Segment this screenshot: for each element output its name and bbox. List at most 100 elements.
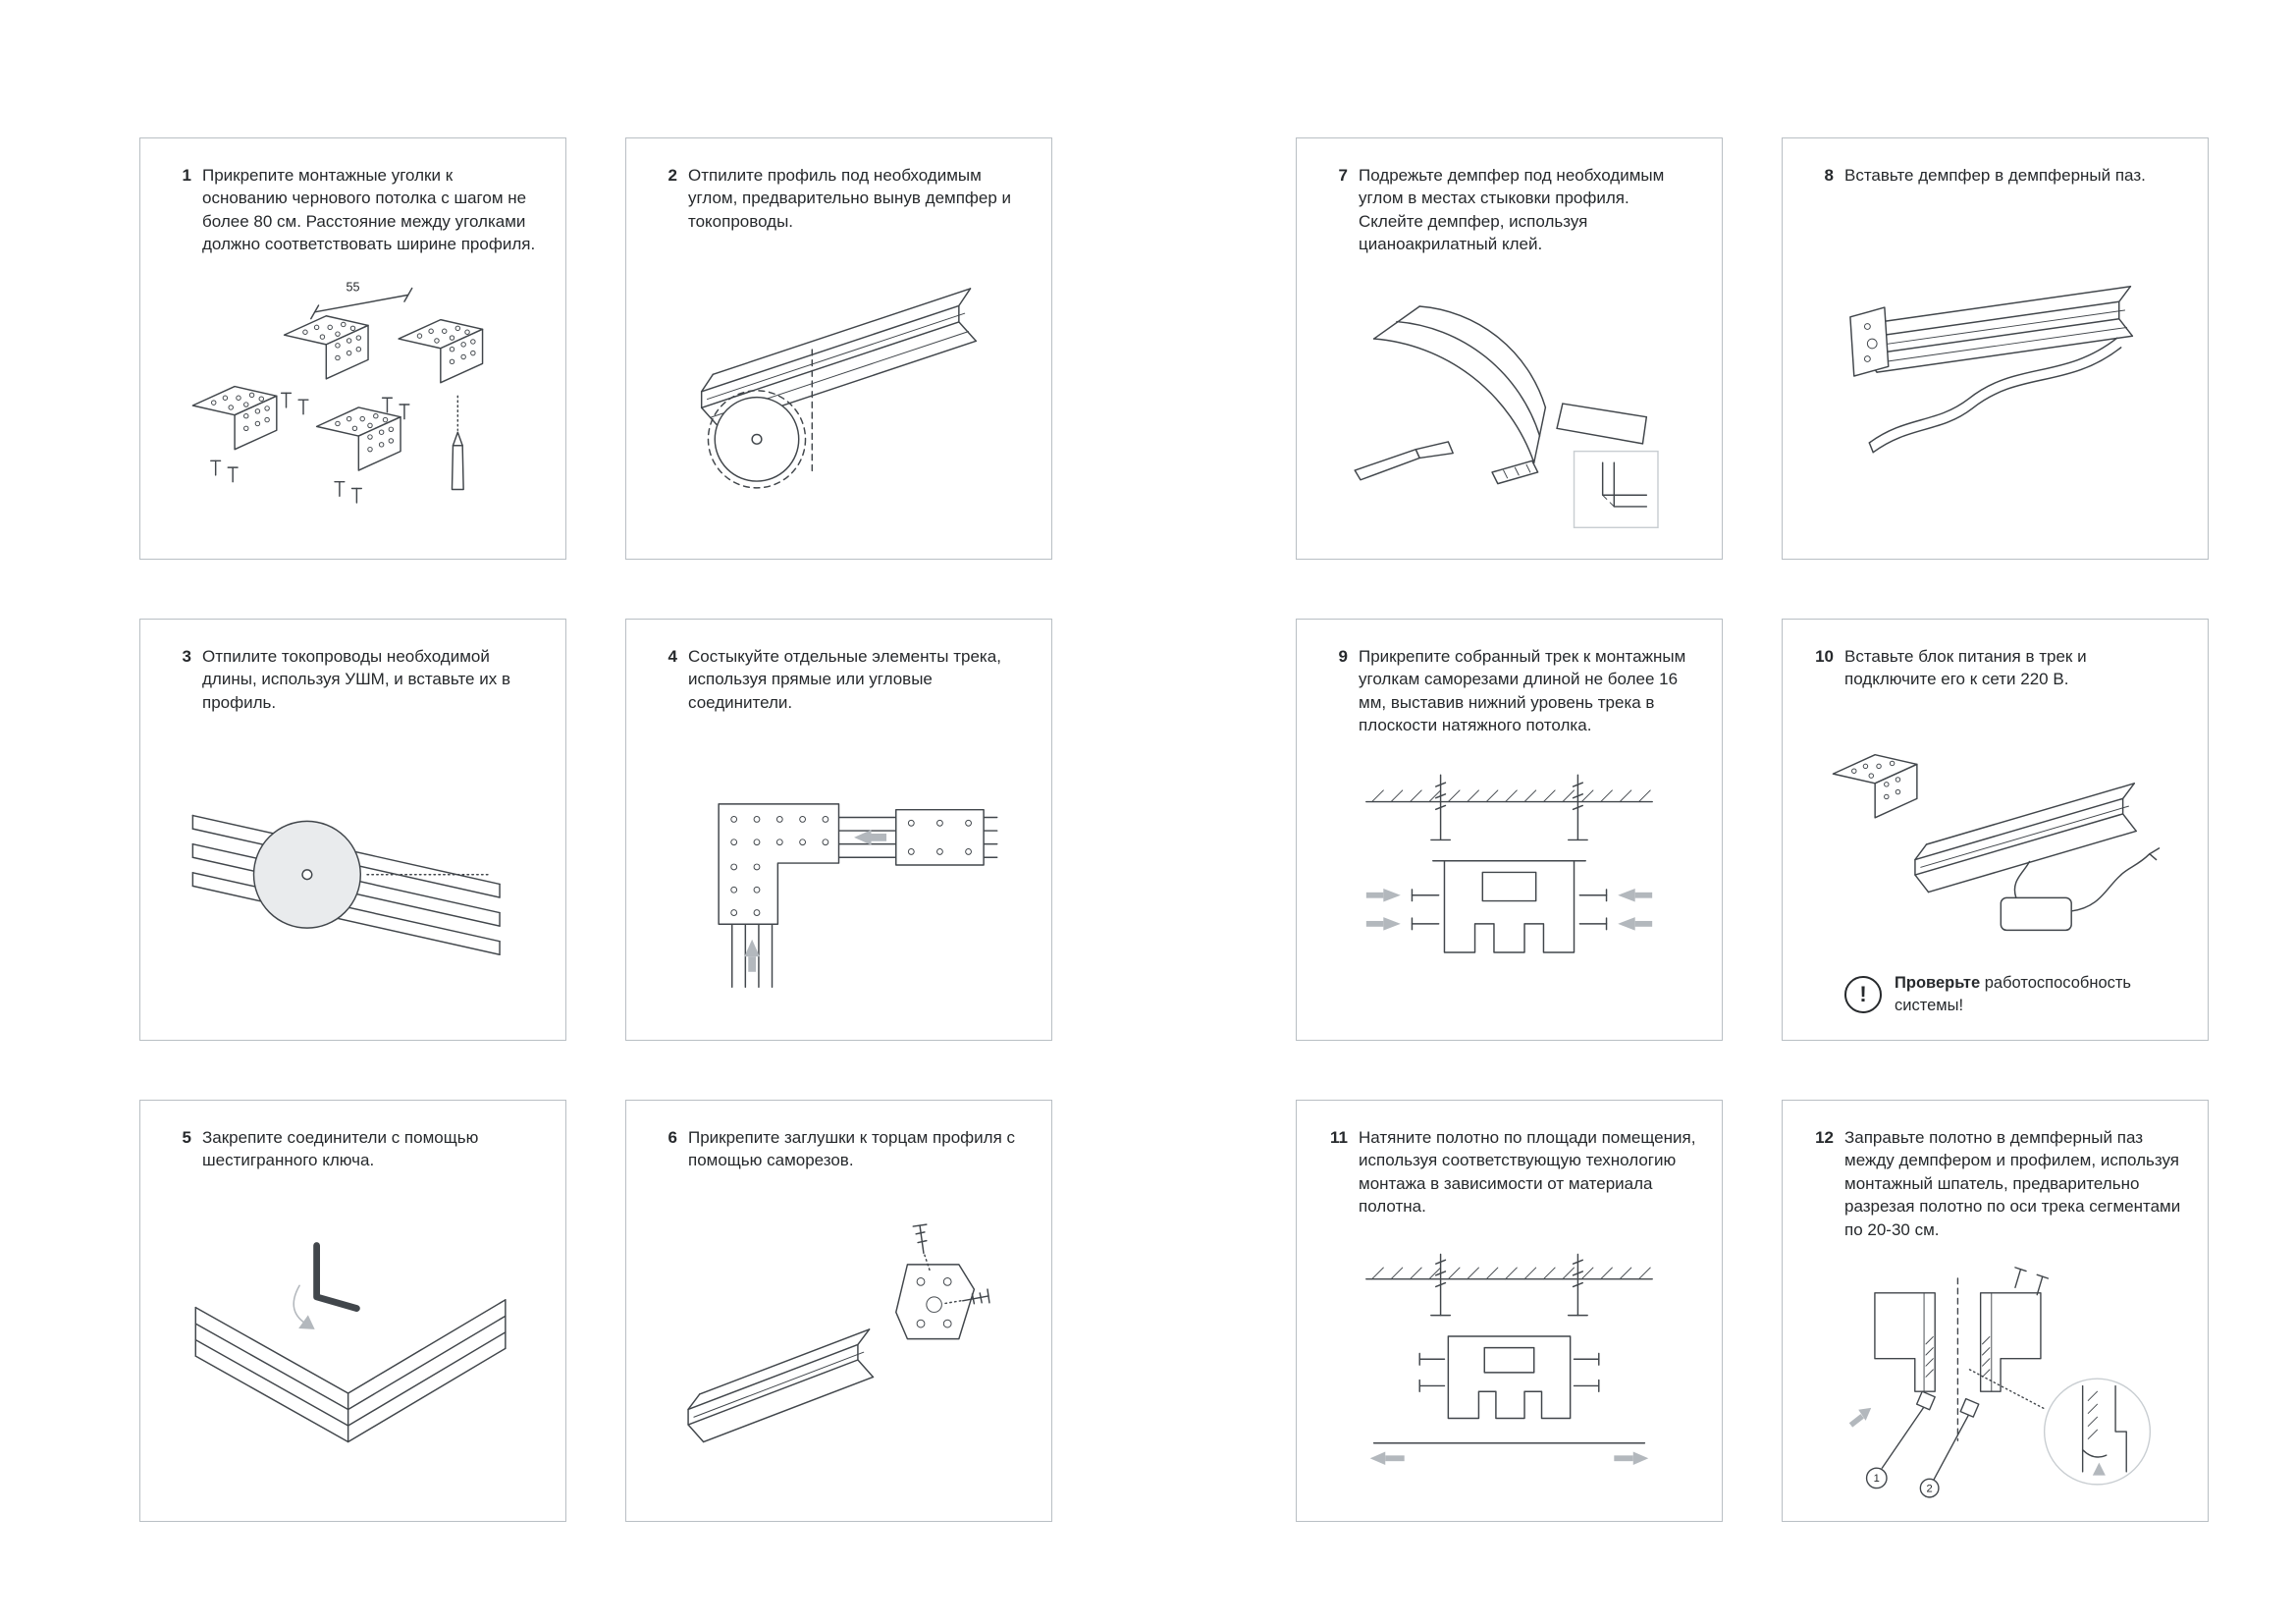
illustration-step-10-power-supply [1808,691,2182,969]
step-description: Отпилите токопроводы необходимой длины, … [202,647,510,712]
system-check-note: ! Проверьте работоспособность системы! [1844,972,2182,1016]
step-description: Закрепите соединители с помощью шестигра… [202,1128,479,1170]
step-number: 11 [1330,1128,1348,1147]
side-screws-icon [1411,889,1608,931]
step-card-5: 5 Закрепите соединители с помощью шестиг… [139,1100,566,1522]
step-6-text-row: 6 Прикрепите заглушки к торцам профиля с… [652,1126,1026,1172]
step-card-1: 1 Прикрепите монтажные уголки к основани… [139,137,566,560]
exclamation-icon: ! [1844,975,1882,1013]
page-right: 7 Подрежьте демпфер под необходимым угло… [1296,137,2209,1522]
step-3-text-row: 3 Отпилите токопроводы необходимой длины… [166,645,540,714]
step-1-text-row: 1 Прикрепите монтажные уголки к основани… [166,164,540,256]
stretch-direction-arrows-icon [1369,1451,1649,1465]
illustration-step-6-end-caps [652,1172,1026,1501]
profile-left-section [1874,1292,1936,1393]
illustration-step-4-track-connectors [652,714,1026,1020]
step-card-12: 12 Заправьте полотно в демпферный паз ме… [1782,1100,2209,1522]
screw-direction-arrows-icon [1365,888,1653,931]
callout-2-label: 2 [1927,1484,1933,1495]
step-4-text-row: 4 Состыкуйте отдельные элементы трека, и… [652,645,1026,714]
power-supply-box [2000,896,2072,932]
step-11-text-row: 11 Натяните полотно по площади помещения… [1322,1126,1696,1218]
step-2-text-row: 2 Отпилите профиль под необходимым углом… [652,164,1026,233]
cutting-disc-icon [252,820,361,930]
step-card-3: 3 Отпилите токопроводы необходимой длины… [139,619,566,1041]
step-description: Состыкуйте отдельные элементы трека, исп… [688,647,1001,712]
track-cross-section [1447,1335,1572,1420]
step-5-text-row: 5 Закрепите соединители с помощью шестиг… [166,1126,540,1172]
knife-icon [1354,440,1454,481]
illustration-step-11-stretch-fabric [1322,1218,1696,1501]
step-card-2: 2 Отпилите профиль под необходимым углом… [625,137,1052,560]
note-rest: работоспособность системы! [1895,974,2132,1014]
step-card-11: 11 Натяните полотно по площади помещения… [1296,1100,1723,1522]
callout-1-label: 1 [1874,1473,1880,1485]
step-description: Отпилите профиль под необходимым углом, … [688,166,1012,231]
step-number: 1 [182,166,191,185]
illustration-step-12-tuck-fabric: 1 2 [1808,1241,2182,1501]
glue-joint-inset [1573,450,1659,528]
illustration-step-3-cut-conductors [166,714,540,1020]
hex-key-icon [313,1241,360,1312]
step-description: Прикрепите собранный трек к монтажным уг… [1359,647,1686,735]
step-8-text-row: 8 Вставьте демпфер в демпферный паз. [1808,164,2182,187]
tuck-arrow-icon [1848,1408,1872,1428]
illustration-step-5-hex-key [166,1172,540,1501]
step-description: Прикрепите заглушки к торцам профиля с п… [688,1128,1015,1170]
screws-icon [912,1223,990,1305]
step-description: Прикрепите монтажные уголки к основанию … [202,166,536,254]
step-number: 2 [667,166,677,185]
damper-wedge-piece [1491,460,1539,485]
step-description: Вставьте блок питания в трек и подключит… [1844,647,2087,689]
mounting-bracket [1832,753,1918,819]
straight-connector-plate [895,809,985,867]
dimension-label: 55 [346,280,359,294]
step-number: 8 [1824,166,1834,185]
step-number: 5 [182,1128,191,1147]
step-card-6: 6 Прикрепите заглушки к торцам профиля с… [625,1100,1052,1522]
note-text: Проверьте работоспособность системы! [1895,972,2182,1016]
illustration-step-9-mount-track [1322,737,1696,1020]
page-left: 1 Прикрепите монтажные уголки к основани… [139,137,1052,1522]
profile-right-section [1979,1292,2042,1393]
ceiling-screws-icon [1430,774,1588,840]
end-plate [1849,306,1890,378]
step-7-text-row: 7 Подрежьте демпфер под необходимым угло… [1322,164,1696,256]
step-card-9: 9 Прикрепите собранный трек к монтажным … [1296,619,1723,1041]
end-cap-plate [895,1264,976,1340]
illustration-step-1-mounting-brackets: 55 [166,256,540,539]
spatula-1-icon [1881,1390,1936,1470]
insertion-arrows-icon [744,830,887,973]
note-bold-word: Проверьте [1895,974,1981,993]
step-number: 6 [667,1128,677,1147]
rotate-arrow-icon [293,1284,315,1329]
step-number: 9 [1338,647,1348,666]
circular-saw-icon [707,390,807,489]
step-description: Подрежьте демпфер под необходимым углом … [1359,166,1665,254]
step-card-4: 4 Состыкуйте отдельные элементы трека, и… [625,619,1052,1041]
power-wires [2013,847,2161,912]
ceiling-screws-icon [1430,1253,1588,1317]
illustration-step-2-saw-profile [652,233,1026,539]
step-card-8: 8 Вставьте демпфер в демпферный паз. [1782,137,2209,560]
ceiling-hatch [1371,789,1651,802]
track-cross-section [1443,859,1575,953]
step-number: 3 [182,647,191,666]
illustration-step-7-cut-damper [1322,256,1696,539]
step-card-10: 10 Вставьте блок питания в трек и подклю… [1782,619,2209,1041]
magnified-detail [2043,1378,2152,1486]
damper-strip [1868,337,2122,454]
step-description: Вставьте демпфер в демпферный паз. [1844,166,2146,185]
step-number: 12 [1815,1128,1834,1147]
step-description: Натяните полотно по площади помещения, и… [1359,1128,1696,1217]
corner-connector-plate [718,803,840,926]
step-card-7: 7 Подрежьте демпфер под необходимым угло… [1296,137,1723,560]
illustration-step-8-insert-damper [1808,187,2182,539]
step-number: 7 [1338,166,1348,185]
step-10-text-row: 10 Вставьте блок питания в трек и подклю… [1808,645,2182,691]
screws-icon [2014,1267,2050,1296]
step-12-text-row: 12 Заправьте полотно в демпферный паз ме… [1808,1126,2182,1241]
step-number: 4 [667,647,677,666]
callout-1-circle [1865,1467,1888,1489]
